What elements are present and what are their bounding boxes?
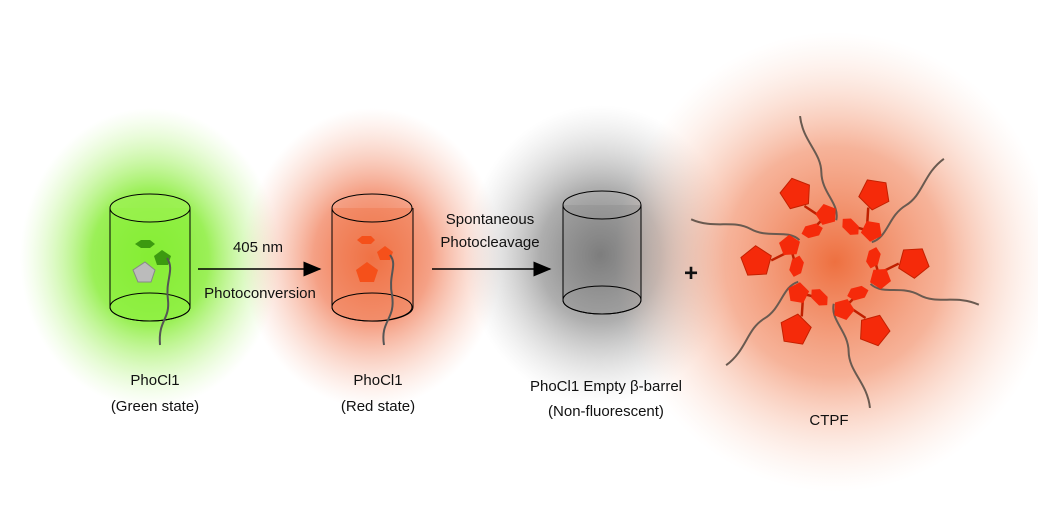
hexagon-icon	[847, 285, 869, 301]
peptide-tail	[799, 115, 838, 221]
large-pentagon-icon	[860, 314, 891, 347]
ctpf-cluster	[690, 115, 980, 409]
green-state-label: (Green state)	[111, 398, 199, 415]
large-pentagon-icon	[779, 177, 810, 210]
empty-barrel-name: PhoCl1 Empty β-barrel	[530, 378, 682, 395]
red-glow	[242, 108, 502, 408]
peptide-tail	[869, 283, 980, 306]
hexagon-icon	[357, 236, 375, 244]
peptide-tail	[725, 280, 799, 367]
photocleavage-label: Photocleavage	[440, 234, 539, 251]
pentagon-icon	[154, 250, 171, 265]
red-state-label: (Red state)	[341, 398, 415, 415]
pentagon-icon	[779, 234, 800, 255]
ctpf-unit	[866, 247, 980, 306]
green-state-name: PhoCl1	[130, 372, 179, 389]
pentagon-icon	[834, 299, 855, 321]
hexagon-icon	[842, 218, 859, 235]
pentagon-icon	[870, 269, 891, 290]
large-pentagon-icon	[858, 179, 890, 211]
pentagon-icon	[377, 246, 393, 260]
gray-pentagon-icon	[132, 261, 156, 283]
hexagon-icon	[789, 255, 804, 277]
pentagon-icon	[788, 282, 810, 303]
pentagon-icon	[356, 262, 378, 282]
large-pentagon-icon	[740, 245, 772, 276]
ctpf-unit	[842, 157, 945, 244]
peptide-tail	[832, 303, 871, 409]
photoconversion-label: Photoconversion	[204, 285, 316, 302]
empty-barrel-label: (Non-fluorescent)	[548, 403, 664, 420]
ctpf-unit	[725, 280, 828, 367]
empty-barrel	[562, 190, 642, 315]
spontaneous-label: Spontaneous	[446, 211, 534, 228]
hexagon-icon	[811, 289, 828, 306]
peptide-tail	[871, 157, 945, 244]
large-pentagon-icon	[898, 248, 930, 279]
red-barrel	[331, 193, 414, 346]
ctpf-unit	[690, 218, 804, 277]
pentagon-icon	[860, 221, 882, 242]
hexagon-icon	[135, 240, 155, 248]
large-pentagon-icon	[780, 313, 812, 345]
green-barrel	[109, 193, 191, 346]
ctpf-label: CTPF	[809, 412, 848, 429]
ctpf-unit	[832, 285, 891, 409]
peptide-tail	[690, 218, 801, 241]
wavelength-label: 405 nm	[233, 239, 283, 256]
pentagon-icon	[815, 203, 836, 225]
hexagon-icon	[866, 247, 881, 269]
ctpf-unit	[779, 115, 838, 239]
hexagon-icon	[801, 223, 823, 239]
plus-sign: +	[684, 260, 698, 287]
red-state-name: PhoCl1	[353, 372, 402, 389]
ctpf-glow	[615, 32, 1038, 492]
